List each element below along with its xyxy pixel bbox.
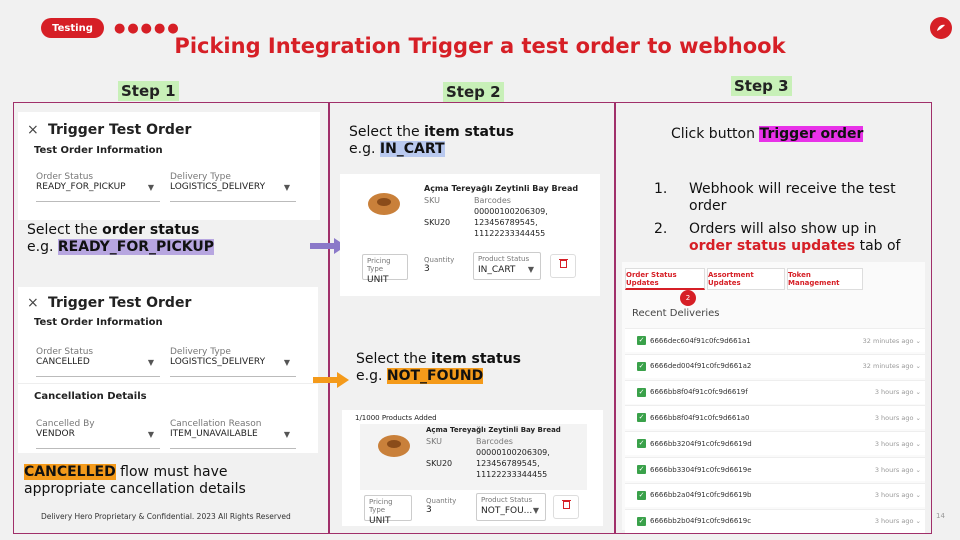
chevron-down-icon: ▼ <box>283 183 290 192</box>
checkbox-icon: ✓ <box>637 465 646 474</box>
logo-icon <box>937 24 945 31</box>
delivery-id: 6666ded004f91c0fc9d661a2 <box>650 362 752 371</box>
card-title: Trigger Test Order <box>48 295 192 311</box>
recent-deliveries-title: Recent Deliveries <box>632 308 720 319</box>
delivery-row[interactable]: ✓ 6666bb8f04f91c0fc9d661a0 3 hours ago ⌄ <box>625 405 925 430</box>
step-3-item-2: Orders will also show up in order status… <box>689 221 901 254</box>
delivery-time: 32 minutes ago ⌄ <box>862 362 921 371</box>
step-1-panel <box>13 102 329 534</box>
checkbox-icon: ✓ <box>637 516 646 526</box>
pricing-type-select[interactable]: Pricing Type UNIT <box>364 495 412 526</box>
delivery-time: 3 hours ago ⌄ <box>874 517 921 526</box>
delivery-row[interactable]: ✓ 6666bb3304f91c0fc9d6619e 3 hours ago ⌄ <box>625 457 925 481</box>
delivery-id: 6666bb2a04f91c0fc9d6619b <box>650 491 752 500</box>
progress-dots: ●●●●● <box>114 21 181 36</box>
footer: Delivery Hero Proprietary & Confidential… <box>41 512 291 521</box>
page-number: 14 <box>936 512 945 520</box>
cancellation-title: Cancellation Details <box>34 391 147 402</box>
chevron-down-icon: ▼ <box>532 506 539 515</box>
delivery-row[interactable]: ✓ 6666dec604f91c0fc9d661a1 32 minutes ago … <box>625 328 925 352</box>
bread-image <box>350 184 414 224</box>
delete-button[interactable] <box>553 495 579 519</box>
trigger-test-order-cancel-card: × Trigger Test Order Test Order Informat… <box>18 287 318 453</box>
delivery-row[interactable]: ✓ 6666bb2a04f91c0fc9d6619b 3 hours ago ⌄ <box>625 482 925 507</box>
bread-image <box>360 426 420 466</box>
delivery-time: 3 hours ago ⌄ <box>874 491 921 500</box>
step-2-panel <box>329 102 615 534</box>
step-3-panel <box>615 102 932 534</box>
delivery-row[interactable]: ✓ 6666bb3204f91c0fc9d6619d 3 hours ago ⌄ <box>625 431 925 456</box>
delivery-id: 6666bb3304f91c0fc9d6619e <box>650 465 752 474</box>
delivery-time: 32 minutes ago ⌄ <box>862 336 921 345</box>
chevron-down-icon: ▼ <box>147 358 154 367</box>
arrow-right-icon <box>310 238 346 254</box>
product-card-not-found: 1/1000 Products Added Açma Tereyağlı Zey… <box>342 410 603 526</box>
chevron-down-icon: ▼ <box>147 430 154 439</box>
delivery-row[interactable]: ✓ 6666bb2b04f91c0fc9d6619c 3 hours ago ⌄ <box>625 508 925 533</box>
order-status-select[interactable]: Order Status CANCELLED ▼ <box>36 347 160 377</box>
product-status-select[interactable]: Product Status NOT_FOU... ▼ <box>476 493 546 521</box>
step-3-label: Step 3 <box>731 76 792 96</box>
tab-order-status-updates[interactable]: Order Status Updates <box>625 268 705 290</box>
checkbox-icon: ✓ <box>637 490 646 500</box>
step-1-caption-2: CANCELLED flow must have appropriate can… <box>24 464 246 497</box>
products-added: 1/1000 Products Added <box>355 414 437 422</box>
delivery-time: 3 hours ago ⌄ <box>874 439 921 448</box>
card-title: Trigger Test Order <box>48 122 192 138</box>
delivery-time: 3 hours ago ⌄ <box>874 465 921 474</box>
trash-icon <box>558 259 568 268</box>
checkbox-icon: ✓ <box>637 387 646 397</box>
pricing-type-select[interactable]: Pricing Type UNIT <box>362 254 408 285</box>
page-title: Picking Integration Trigger a test order… <box>174 34 786 58</box>
delivery-id: 6666dec604f91c0fc9d661a1 <box>650 336 751 345</box>
cancelled-by-select[interactable]: Cancelled By VENDOR ▼ <box>36 419 160 449</box>
delivery-type-select[interactable]: Delivery Type LOGISTICS_DELIVERY ▼ <box>170 347 296 377</box>
close-icon[interactable]: × <box>27 122 39 138</box>
chevron-down-icon: ▼ <box>527 265 534 274</box>
step-2-caption-1: Select the item status e.g. IN_CART <box>349 124 514 157</box>
delivery-time: 3 hours ago ⌄ <box>874 388 921 397</box>
bread-icon <box>378 435 410 457</box>
step-2-label: Step 2 <box>443 82 504 102</box>
trigger-test-order-card: × Trigger Test Order Test Order Informat… <box>18 112 320 220</box>
delete-button[interactable] <box>550 254 576 278</box>
quantity-field[interactable]: Quantity 3 <box>424 256 455 274</box>
bread-icon <box>368 193 400 215</box>
brand-logo <box>930 17 952 39</box>
delivery-id: 6666bb8f04f91c0fc9d6619f <box>650 388 748 397</box>
tab-token-management[interactable]: Token Management <box>787 268 863 290</box>
step-badge: 2 <box>680 290 696 306</box>
delivery-id: 6666bb2b04f91c0fc9d6619c <box>650 517 752 526</box>
testing-tag: Testing <box>41 18 104 38</box>
delivery-id: 6666bb8f04f91c0fc9d661a0 <box>650 413 750 422</box>
checkbox-icon: ✓ <box>637 361 646 371</box>
checkbox-icon: ✓ <box>637 336 646 345</box>
quantity-field[interactable]: Quantity 3 <box>426 497 457 515</box>
product-card-in-cart: Açma Tereyağlı Zeytinli Bay Bread SKU Ba… <box>340 174 600 296</box>
card-subtitle: Test Order Information <box>34 145 163 156</box>
delivery-row[interactable]: ✓ 6666ded004f91c0fc9d661a2 32 minutes ago … <box>625 353 925 378</box>
chevron-down-icon: ▼ <box>147 183 154 192</box>
delivery-row[interactable]: ✓ 6666bb8f04f91c0fc9d6619f 3 hours ago ⌄ <box>625 379 925 404</box>
step-3-item-1: Webhook will receive the test order <box>689 181 896 214</box>
arrow-right-icon <box>313 372 349 388</box>
chevron-down-icon: ▼ <box>283 358 290 367</box>
step-3-click-caption: Click button Trigger order <box>671 126 864 142</box>
delivery-id: 6666bb3204f91c0fc9d6619d <box>650 439 752 448</box>
step-2-caption-2: Select the item status e.g. NOT_FOUND <box>356 351 521 384</box>
close-icon[interactable]: × <box>27 295 39 311</box>
tab-assortment-updates[interactable]: Assortment Updates <box>707 268 785 290</box>
trash-icon <box>561 500 571 509</box>
cancellation-reason-select[interactable]: Cancellation Reason ITEM_UNAVAILABLE ▼ <box>170 419 296 449</box>
step-1-label: Step 1 <box>118 81 179 101</box>
product-status-select[interactable]: Product Status IN_CART ▼ <box>473 252 541 280</box>
checkbox-icon: ✓ <box>637 439 646 449</box>
chevron-down-icon: ▼ <box>283 430 290 439</box>
delivery-type-select[interactable]: Delivery Type LOGISTICS_DELIVERY ▼ <box>170 172 296 202</box>
delivery-time: 3 hours ago ⌄ <box>874 413 921 422</box>
checkbox-icon: ✓ <box>637 413 646 423</box>
card-subtitle: Test Order Information <box>34 317 163 328</box>
order-status-select[interactable]: Order Status READY_FOR_PICKUP ▼ <box>36 172 160 202</box>
step-1-caption-1: Select the order status e.g. READY_FOR_P… <box>27 222 214 255</box>
